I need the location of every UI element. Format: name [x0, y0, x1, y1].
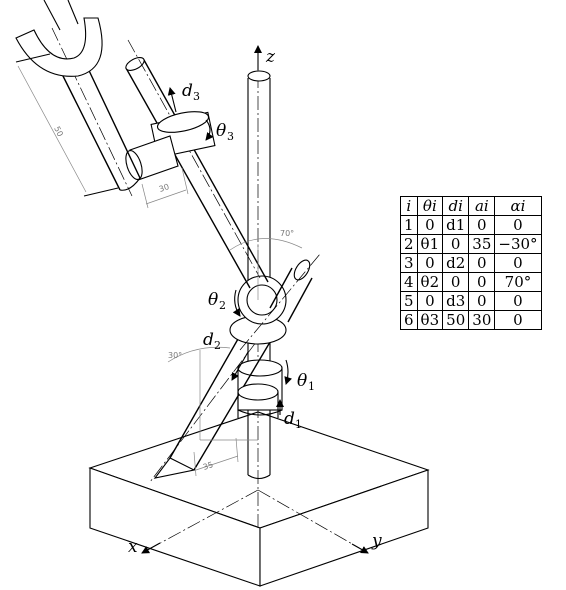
- svg-text:d: d: [284, 409, 295, 429]
- angle-70-label: 70°: [280, 229, 294, 238]
- table-header-row: i θi di ai αi: [400, 196, 542, 216]
- table-cell: 6: [400, 310, 418, 330]
- col-header-alpha: αi: [494, 196, 542, 216]
- svg-text:d: d: [182, 81, 193, 101]
- table-cell: 35: [468, 234, 496, 254]
- col-header-d: di: [442, 196, 470, 216]
- table-cell: 2: [400, 234, 418, 254]
- dimension-30: 30: [141, 167, 189, 209]
- table-cell: 0: [494, 253, 542, 273]
- table-cell: 5: [400, 291, 418, 311]
- table-cell: 1: [400, 215, 418, 235]
- table-cell: −30°: [494, 234, 542, 254]
- side-boss: [125, 135, 179, 181]
- table-cell: 70°: [494, 272, 542, 292]
- table-cell: d3: [442, 291, 470, 311]
- dimension-35: 35: [193, 437, 239, 477]
- table-cell: 0: [468, 253, 496, 273]
- label-theta3: θ 3: [216, 121, 234, 143]
- joint-shaft: [239, 253, 321, 351]
- dim-30-label: 30: [158, 182, 170, 194]
- table-cell: 30: [468, 310, 496, 330]
- dimension-50: 50: [15, 53, 119, 197]
- table-cell: 4: [400, 272, 418, 292]
- motion-arrows: [167, 87, 293, 415]
- table-cell: 3: [400, 253, 418, 273]
- dim-50-label: 50: [52, 125, 65, 138]
- svg-text:θ: θ: [216, 121, 226, 141]
- table-cell: d2: [442, 253, 470, 273]
- table-cell: 50: [442, 310, 470, 330]
- svg-text:1: 1: [308, 380, 315, 393]
- col-header-theta: θi: [416, 196, 444, 216]
- svg-text:θ: θ: [297, 371, 307, 391]
- label-d1: d 1: [284, 409, 302, 431]
- table-cell: 0: [468, 291, 496, 311]
- c-gripper: [15, 0, 103, 77]
- inclined-arm: [125, 39, 269, 289]
- table-cell: d1: [442, 215, 470, 235]
- table-cell: 0: [442, 272, 470, 292]
- lower-offset-link: [149, 307, 283, 483]
- svg-text:d: d: [203, 330, 214, 350]
- label-d2: d 2: [203, 330, 221, 352]
- angle-30: 30°: [167, 346, 258, 441]
- label-d3: d 3: [182, 81, 200, 103]
- table-cell: 0: [494, 310, 542, 330]
- label-theta2: θ 2: [208, 290, 226, 312]
- gripper-arm: [51, 27, 141, 197]
- table-cell: 0: [468, 272, 496, 292]
- svg-text:1: 1: [295, 418, 302, 431]
- svg-text:3: 3: [227, 130, 234, 143]
- table-cell: 0: [468, 215, 496, 235]
- angle-30-label: 30°: [168, 351, 182, 360]
- table-cell: θ3: [416, 310, 444, 330]
- table-cell: 0: [494, 215, 542, 235]
- table-cell: θ1: [416, 234, 444, 254]
- label-y: y: [371, 531, 382, 551]
- col-header-a: ai: [468, 196, 496, 216]
- col-header-i: i: [400, 196, 418, 216]
- svg-text:3: 3: [193, 90, 200, 103]
- table-cell: 0: [416, 215, 444, 235]
- svg-text:2: 2: [219, 299, 226, 312]
- svg-text:θ: θ: [208, 290, 218, 310]
- label-x: x: [128, 537, 138, 557]
- table-cell: 0: [416, 291, 444, 311]
- base-plate: [88, 411, 430, 587]
- label-z: z: [265, 47, 276, 67]
- angle-70: 70°: [229, 229, 303, 300]
- table-cell: θ2: [416, 272, 444, 292]
- world-axes: [141, 45, 369, 554]
- dim-35-label: 35: [202, 460, 214, 472]
- svg-text:2: 2: [214, 339, 221, 352]
- label-theta1: θ 1: [297, 371, 315, 393]
- table-cell: 0: [416, 253, 444, 273]
- table-cell: 0: [442, 234, 470, 254]
- table-cell: 0: [494, 291, 542, 311]
